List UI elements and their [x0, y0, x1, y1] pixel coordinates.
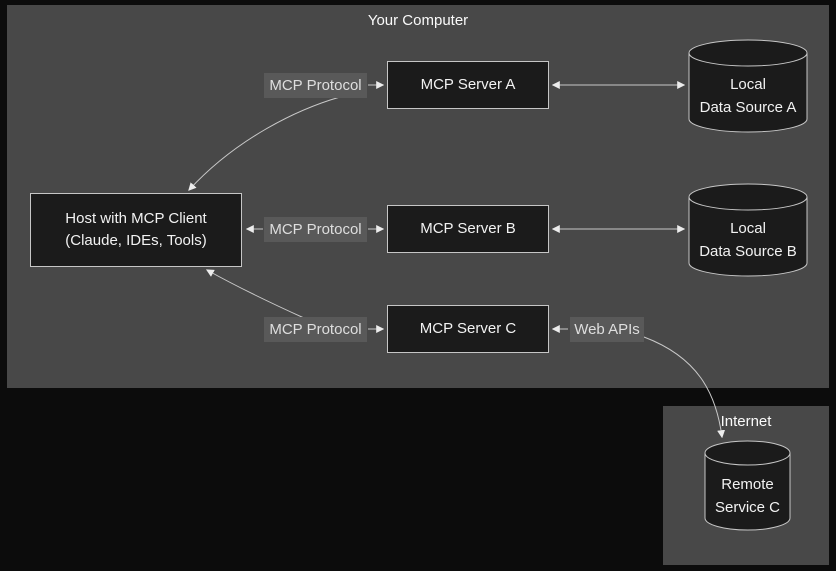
host-label-line1: Host with MCP Client — [65, 210, 207, 227]
data-source-a-line2: Data Source A — [699, 99, 797, 116]
mcp-protocol-label-c: MCP Protocol — [264, 317, 367, 342]
mcp-protocol-label-a: MCP Protocol — [264, 73, 367, 98]
data-source-b-line2: Data Source B — [699, 243, 797, 260]
your-computer-title: Your Computer — [367, 12, 469, 29]
remote-service-line1: Remote — [721, 475, 774, 493]
cylinder-icon — [688, 183, 808, 277]
web-apis-label: Web APIs — [570, 317, 644, 342]
internet-title: Internet — [720, 413, 772, 430]
cylinder-icon — [704, 440, 791, 531]
data-source-b-line1: Local — [730, 220, 766, 237]
mcp-server-c-label: MCP Server C — [419, 320, 517, 337]
host-node: Host with MCP Client (Claude, IDEs, Tool… — [30, 193, 242, 267]
mcp-protocol-label-b: MCP Protocol — [264, 217, 367, 242]
mcp-server-a-label: MCP Server A — [420, 76, 516, 93]
remote-service-line2: Service C — [714, 498, 781, 516]
cylinder-icon — [688, 39, 808, 133]
data-source-a-line1: Local — [730, 76, 766, 93]
mcp-server-b-label: MCP Server B — [420, 220, 516, 237]
local-data-source-b-node: Local Data Source B — [688, 183, 808, 277]
remote-service-c-node: Remote Service C — [704, 440, 791, 531]
host-label-line2: (Claude, IDEs, Tools) — [65, 232, 207, 249]
mcp-server-a-node: MCP Server A — [387, 61, 549, 109]
local-data-source-a-node: Local Data Source A — [688, 39, 808, 133]
mcp-server-c-node: MCP Server C — [387, 305, 549, 353]
mcp-server-b-node: MCP Server B — [387, 205, 549, 253]
